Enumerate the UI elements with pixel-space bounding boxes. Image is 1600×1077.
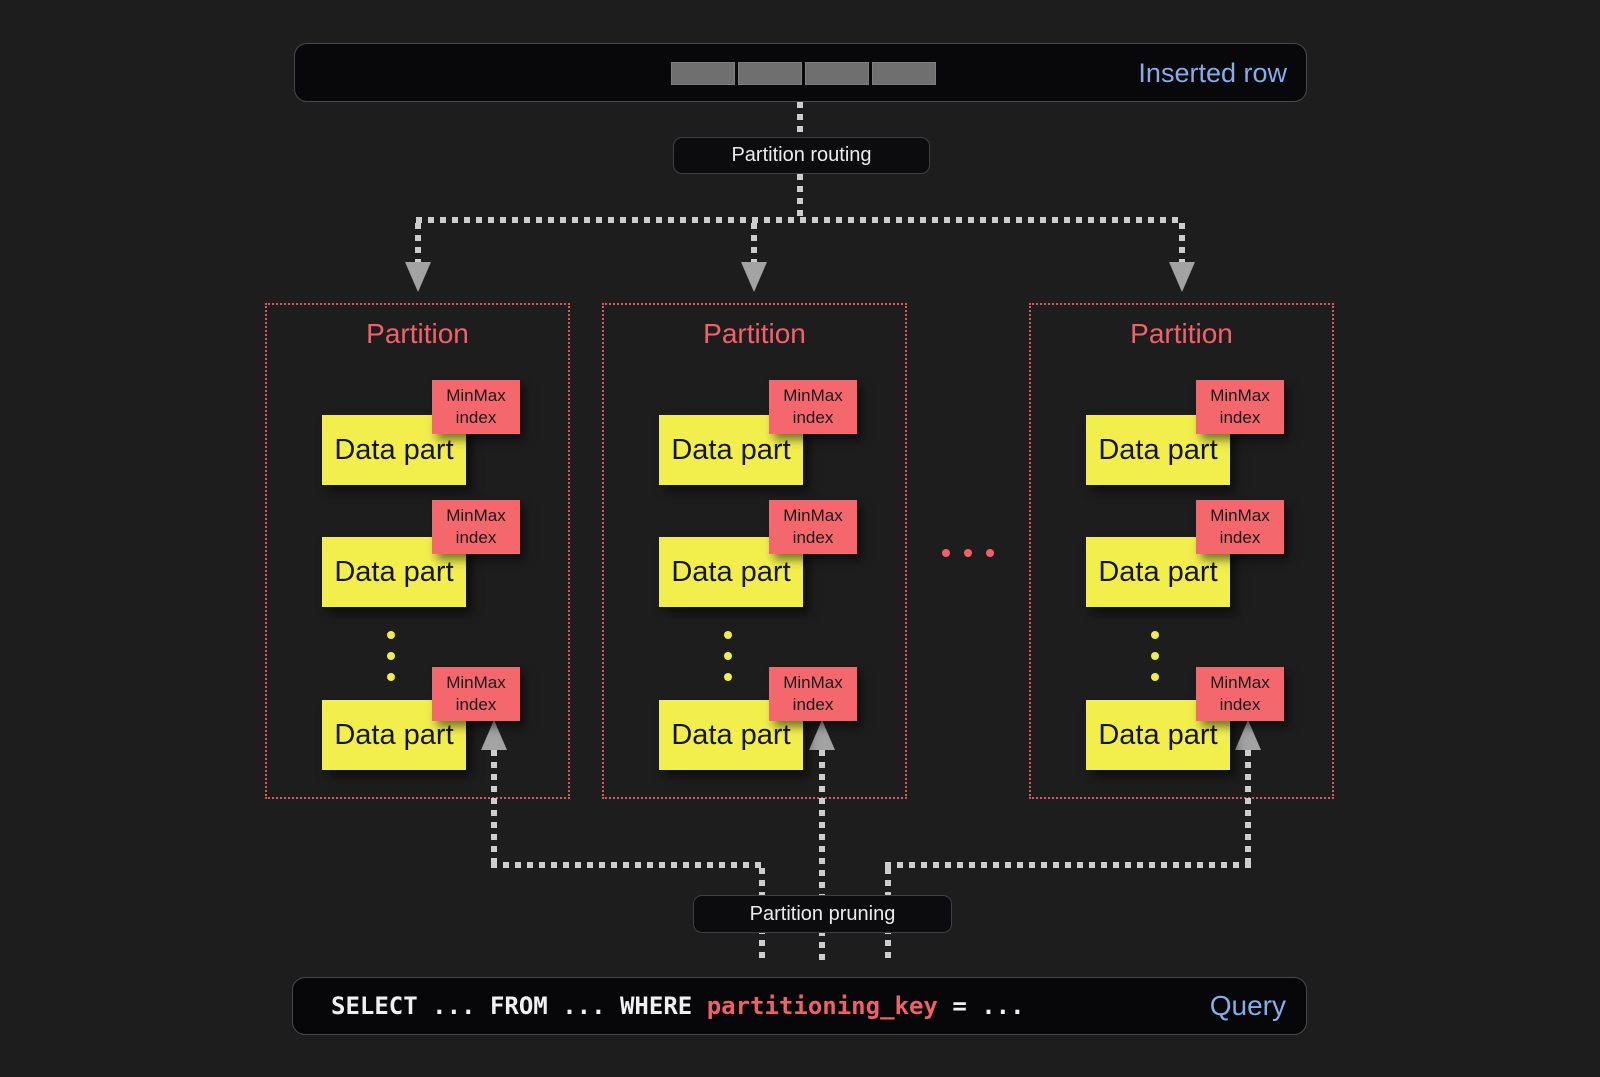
minmax-index-tag: MinMax index: [432, 500, 520, 554]
minmax-index-tag: MinMax index: [1196, 500, 1284, 554]
arrow-up-icon: [1235, 720, 1261, 750]
pruning-connector-line: [1245, 750, 1251, 862]
routing-split-line: [416, 217, 1184, 223]
minmax-line1: MinMax: [783, 505, 843, 525]
arrow-down-icon: [741, 262, 767, 292]
partition-title: Partition: [366, 318, 469, 349]
partition-routing-label: Partition routing: [673, 137, 930, 174]
minmax-line1: MinMax: [446, 505, 506, 525]
data-part-box: Data part: [1086, 415, 1230, 485]
inserted-row-label: Inserted row: [1138, 58, 1287, 88]
row-cell: [805, 62, 869, 85]
minmax-index-tag: MinMax index: [432, 667, 520, 721]
query-select-text: SELECT ... FROM ... WHERE: [331, 992, 707, 1020]
row-cell: [671, 62, 735, 85]
minmax-index-tag: MinMax index: [769, 380, 857, 434]
partition-routing-text: Partition routing: [731, 144, 872, 166]
minmax-line1: MinMax: [783, 385, 843, 405]
more-parts-dots-icon: [387, 631, 395, 681]
partition-box-3: Partition MinMax index Data part MinMax …: [1029, 303, 1334, 799]
minmax-line2: index: [792, 408, 834, 427]
query-sql-text: SELECT ... FROM ... WHERE partitioning_k…: [331, 978, 1025, 1034]
minmax-line2: index: [1219, 408, 1261, 427]
partition-title: Partition: [1130, 318, 1233, 349]
pruning-connector-line: [491, 750, 497, 862]
minmax-line2: index: [455, 528, 497, 547]
row-cell: [872, 62, 936, 85]
minmax-line2: index: [792, 528, 834, 547]
arrow-up-icon: [481, 720, 507, 750]
minmax-line1: MinMax: [1210, 385, 1270, 405]
minmax-line1: MinMax: [446, 672, 506, 692]
minmax-line1: MinMax: [1210, 672, 1270, 692]
minmax-line1: MinMax: [783, 672, 843, 692]
partition-pruning-text: Partition pruning: [749, 902, 896, 925]
pruning-connector-line: [819, 750, 825, 962]
minmax-line1: MinMax: [1210, 505, 1270, 525]
minmax-index-tag: MinMax index: [769, 500, 857, 554]
more-parts-dots-icon: [1151, 631, 1159, 681]
routing-branch-line: [415, 223, 421, 262]
minmax-index-tag: MinMax index: [1196, 667, 1284, 721]
partition-box-2: Partition MinMax index Data part MinMax …: [602, 303, 907, 799]
query-equals-text: = ...: [937, 992, 1025, 1020]
row-cell: [738, 62, 802, 85]
minmax-line2: index: [455, 408, 497, 427]
more-parts-dots-icon: [724, 631, 732, 681]
arrow-down-icon: [1169, 262, 1195, 292]
minmax-line2: index: [1219, 695, 1261, 714]
minmax-line2: index: [455, 695, 497, 714]
partition-box-1: Partition MinMax index Data part MinMax …: [265, 303, 570, 799]
pruning-connector-line: [885, 862, 1251, 868]
minmax-line1: MinMax: [446, 385, 506, 405]
query-partitioning-key-text: partitioning_key: [706, 992, 938, 1020]
inserted-row-panel: Inserted row: [294, 43, 1307, 102]
arrow-down-icon: [405, 262, 431, 292]
minmax-line2: index: [1219, 528, 1261, 547]
minmax-index-tag: MinMax index: [769, 667, 857, 721]
more-partitions-ellipsis-icon: [942, 549, 994, 557]
data-part-box: Data part: [322, 700, 466, 770]
pruning-connector-line: [491, 862, 765, 868]
routing-branch-line: [751, 223, 757, 262]
minmax-index-tag: MinMax index: [432, 380, 520, 434]
query-label: Query: [1209, 990, 1286, 1021]
minmax-line2: index: [792, 695, 834, 714]
inserted-row-cells-icon: [671, 62, 936, 85]
partition-pruning-label: Partition pruning: [693, 895, 952, 933]
minmax-index-tag: MinMax index: [1196, 380, 1284, 434]
query-panel: SELECT ... FROM ... WHERE partitioning_k…: [292, 977, 1307, 1035]
arrow-up-icon: [809, 720, 835, 750]
routing-branch-line: [1179, 223, 1185, 262]
partition-title: Partition: [703, 318, 806, 349]
